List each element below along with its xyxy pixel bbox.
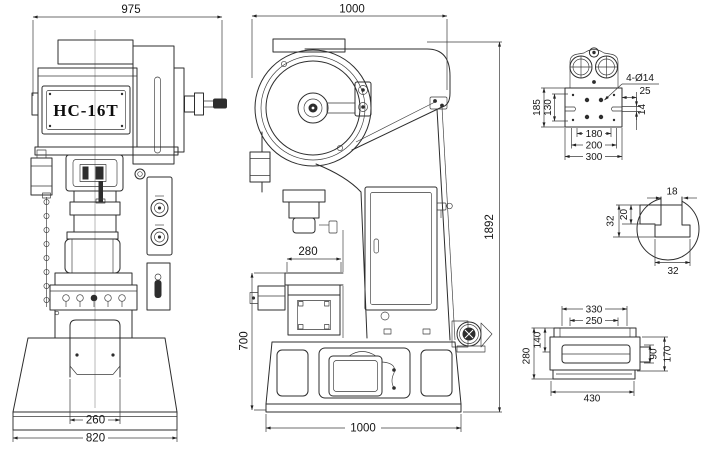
dim-bolster-holes-note: 4-Ø14 xyxy=(626,73,654,84)
side-crown-cap xyxy=(272,38,346,53)
bolster-dimensions: 4-Ø14 25 14 185 130 180 200 xyxy=(532,73,659,163)
front-nameplate xyxy=(41,85,131,135)
dim-side-table-height: 700 xyxy=(239,331,251,350)
dim-table-flange-height: 140 xyxy=(533,331,544,348)
table-dimensions: 330 250 140 280 90 170 430 xyxy=(522,305,674,405)
side-front-edge xyxy=(315,163,368,339)
side-left-bracket xyxy=(249,285,286,311)
dim-side-base-depth: 1000 xyxy=(350,423,376,435)
front-lubricator xyxy=(30,149,53,196)
side-dimensions: 1000 280 700 1000 1892 xyxy=(239,4,502,435)
shank-detail-view: 18 32 20 32 xyxy=(606,187,700,277)
dim-table-opening-height: 90 xyxy=(649,348,660,360)
dim-table-flange-width: 330 xyxy=(586,305,603,316)
shank-t-slot xyxy=(654,196,691,238)
side-table-arm xyxy=(284,272,344,286)
front-dimensions: 975 260 820 xyxy=(12,4,223,445)
front-table xyxy=(49,284,138,316)
dim-bolster-mid-width: 200 xyxy=(586,141,603,152)
side-lube-valve xyxy=(436,202,453,218)
side-base xyxy=(265,341,462,413)
side-flywheel xyxy=(254,49,372,167)
dim-side-overall-depth: 1000 xyxy=(339,4,365,16)
front-slide-assembly xyxy=(65,154,124,204)
dim-bolster-hole-edge-offset: 25 xyxy=(639,86,651,97)
front-control-panel xyxy=(146,176,173,311)
front-handle xyxy=(184,92,227,116)
front-end-cap xyxy=(173,67,185,153)
bolster-detail-view: 4-Ø14 25 14 185 130 180 200 xyxy=(532,47,659,163)
dim-shank-bottom-width: 32 xyxy=(667,266,679,277)
side-belt-tensioner xyxy=(429,96,448,110)
table-body xyxy=(549,336,641,371)
side-table-bracket xyxy=(287,284,341,336)
machine-model-label: HC-16T xyxy=(53,101,119,120)
dim-shank-slot-top-width: 18 xyxy=(666,187,678,198)
front-top-cap xyxy=(57,39,134,65)
dim-shank-neck-depth: 20 xyxy=(619,209,630,221)
front-flywheel-housing xyxy=(132,45,175,165)
table-flange xyxy=(553,327,637,338)
dim-front-base-width: 820 xyxy=(86,433,105,445)
dim-front-opening-width: 260 xyxy=(86,415,105,427)
dim-bolster-plate-depth: 185 xyxy=(532,99,543,116)
side-ram xyxy=(282,189,338,234)
dim-bolster-hole-span-depth: 130 xyxy=(543,99,554,116)
dim-bolster-hole-span-width: 180 xyxy=(586,129,603,140)
front-ram-stack xyxy=(54,190,133,286)
side-motor xyxy=(451,320,493,353)
dim-table-side-height: 170 xyxy=(663,345,674,362)
side-back-edge xyxy=(436,108,451,341)
side-belt-guard xyxy=(304,48,451,151)
dim-table-base-width: 430 xyxy=(584,394,601,405)
front-head-base-band xyxy=(34,146,179,156)
dim-table-total-height: 280 xyxy=(522,347,533,364)
dim-shank-total-depth: 32 xyxy=(606,215,617,227)
dim-table-slot-span: 250 xyxy=(586,316,603,327)
dim-side-overall-height: 1892 xyxy=(484,214,496,240)
front-chain xyxy=(42,192,51,307)
dim-bolster-slot-width: 14 xyxy=(637,104,648,116)
front-base-opening xyxy=(69,319,121,378)
dim-bolster-plate-width: 300 xyxy=(586,152,603,163)
side-crank-box xyxy=(249,131,271,193)
table-detail-view: 330 250 140 280 90 170 430 xyxy=(522,305,674,405)
side-clutch-fitting xyxy=(326,81,372,117)
side-door xyxy=(364,186,438,311)
shank-dimensions: 18 32 20 32 xyxy=(606,187,697,277)
bolster-plate xyxy=(564,87,623,128)
front-view: HC-16T xyxy=(12,4,227,445)
dim-front-overall-width: 975 xyxy=(121,4,140,16)
side-view: 1000 280 700 1000 1892 xyxy=(239,4,502,435)
side-foot-pedal xyxy=(328,351,396,397)
dim-side-arm-depth: 280 xyxy=(298,246,317,258)
